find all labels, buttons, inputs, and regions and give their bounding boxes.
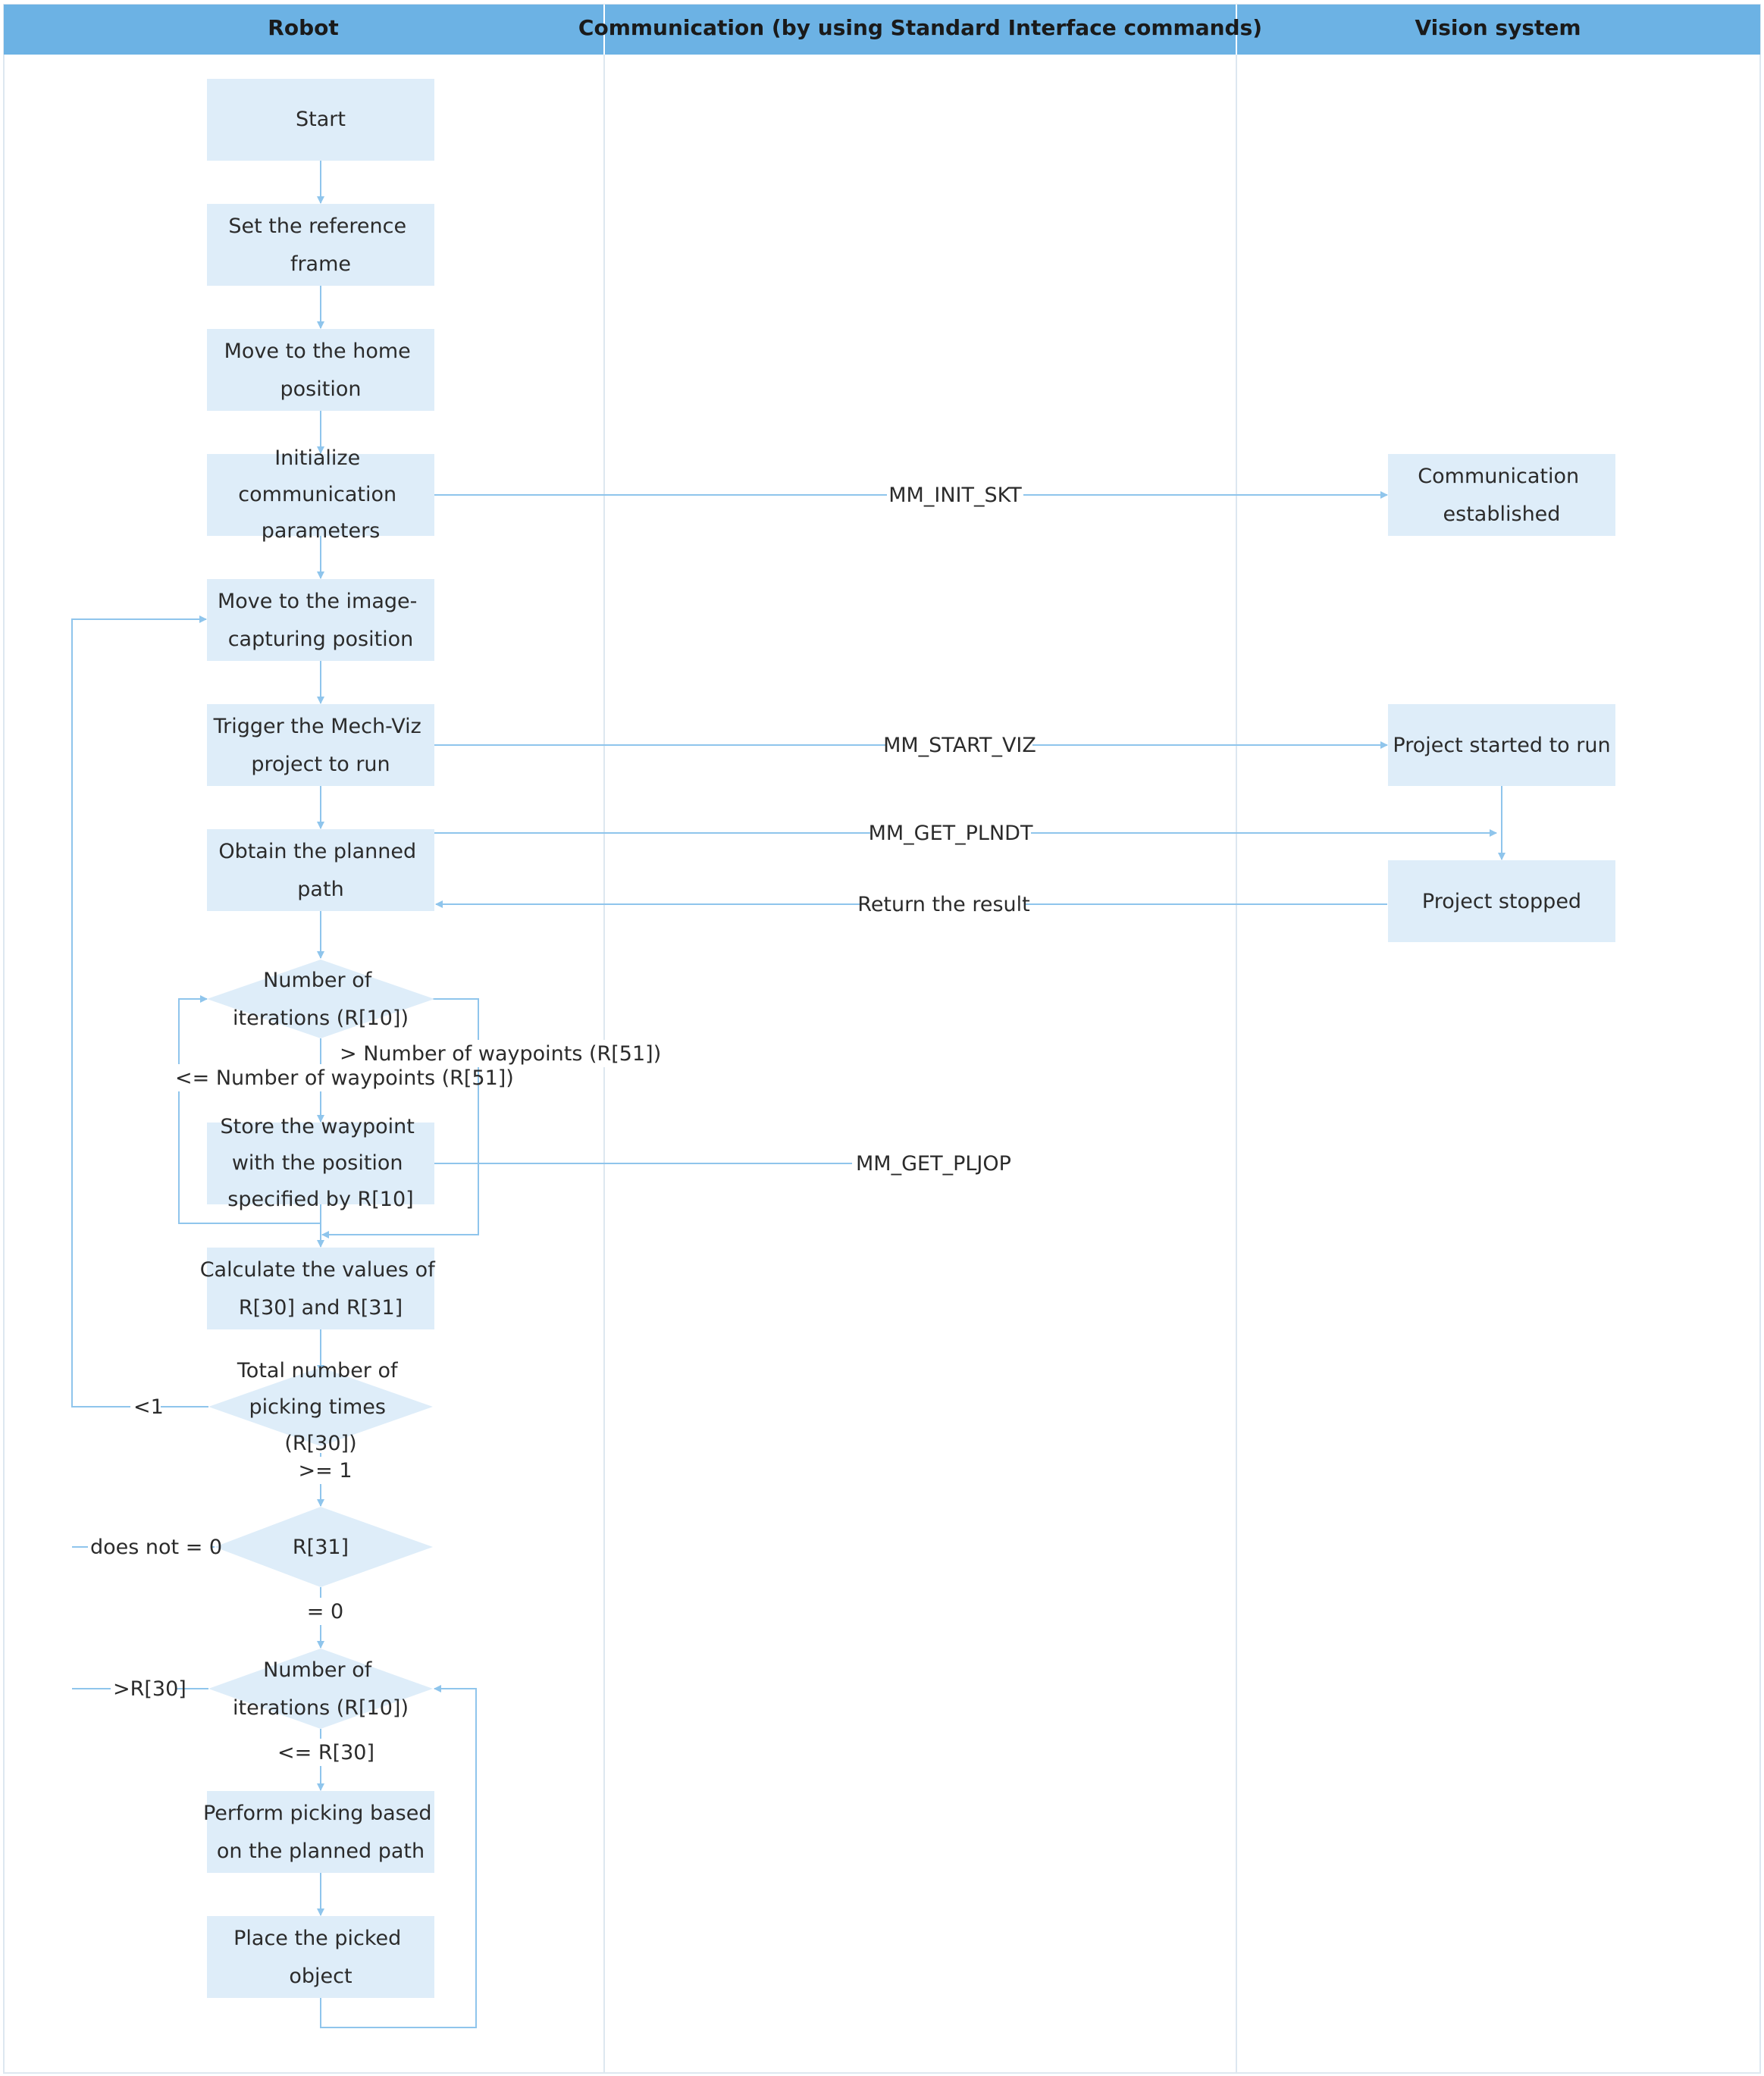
label-gt-waypoints: > Number of waypoints (R[51]) xyxy=(340,1042,661,1066)
node-comm-est-line-2: established xyxy=(1443,503,1561,526)
svg-text:Set the reference fram: Set the reference frame xyxy=(228,214,412,276)
label-ge1: >= 1 xyxy=(298,1459,352,1483)
svg-text:Start: Start xyxy=(296,108,346,131)
svg-text:R[31]: R[31] xyxy=(293,1536,349,1559)
node-communication-established: Communication established xyxy=(1388,454,1615,536)
node-obtain-line-1: Obtain the planned xyxy=(218,840,416,863)
label-lt1: <1 xyxy=(133,1395,164,1419)
node-setref-line-2: frame xyxy=(290,252,351,276)
svg-text:Perform picking based: Perform picking based on the planned pat… xyxy=(203,1802,438,1863)
label-mm-init-skt: MM_INIT_SKT xyxy=(888,484,1022,507)
node-store-line-3: specified by R[10] xyxy=(227,1188,413,1211)
node-place-object: Place the picked object xyxy=(207,1916,434,1998)
lane-header-band: Robot Communication (by using Standard I… xyxy=(4,5,1760,55)
node-place-line-2: object xyxy=(289,1965,352,1988)
node-home-line-1: Move to the home xyxy=(224,340,411,363)
decision-total-line-2: picking times xyxy=(249,1395,386,1419)
svg-text:Trigger the Mech-Viz p: Trigger the Mech-Viz project to run xyxy=(213,715,428,776)
node-perform-line-2: on the planned path xyxy=(217,1840,425,1863)
label-le-r30: <= R[30] xyxy=(277,1741,374,1764)
node-trigger-line-2: project to run xyxy=(251,753,390,776)
node-place-line-1: Place the picked xyxy=(233,1927,401,1950)
node-init-line-1: Initialize xyxy=(274,446,360,470)
node-obtain-path: Obtain the planned path xyxy=(207,829,434,911)
node-calc-line-1: Calculate the values of xyxy=(200,1258,436,1282)
label-eq0: = 0 xyxy=(307,1600,343,1624)
lane-title-vision: Vision system xyxy=(1415,15,1581,40)
node-trigger-line-1: Trigger the Mech-Viz xyxy=(213,715,421,738)
node-project-started: Project started to run xyxy=(1388,704,1615,786)
decision-iter2-line-2: iterations (R[10]) xyxy=(233,1696,409,1720)
label-le-waypoints: <= Number of waypoints (R[51]) xyxy=(175,1066,514,1090)
node-init-line-3: parameters xyxy=(262,519,381,543)
node-project-stopped: Project stopped xyxy=(1388,860,1615,942)
label-return-result: Return the result xyxy=(857,893,1029,916)
decision-r31-label: R[31] xyxy=(293,1536,349,1559)
node-init-communication: Initialize communication parameters xyxy=(207,446,434,543)
label-does-not-0: does not = 0 xyxy=(90,1536,222,1559)
svg-text:Project stopped: Project stopped xyxy=(1422,890,1581,913)
decision-iterations-2: Number of iterations (R[10]) xyxy=(208,1649,433,1729)
node-comm-est-line-1: Communication xyxy=(1418,465,1579,488)
svg-text:Move to the home posit: Move to the home position xyxy=(224,340,418,401)
node-calc-line-2: R[30] and R[31] xyxy=(239,1296,403,1320)
lane-frame xyxy=(3,4,1761,2074)
node-perform-picking: Perform picking based on the planned pat… xyxy=(203,1791,438,1873)
svg-text:Move to the image- cap: Move to the image- capturing position xyxy=(218,590,424,651)
node-setref-line-1: Set the reference xyxy=(228,214,406,238)
node-init-line-2: communication xyxy=(238,483,396,506)
svg-text:Obtain the planned pat: Obtain the planned path xyxy=(218,840,422,901)
decision-r31: R[31] xyxy=(215,1507,433,1587)
node-stopped-label: Project stopped xyxy=(1422,890,1581,913)
arrow-iter1-exit xyxy=(321,998,479,1238)
node-calculate-values: Calculate the values of R[30] and R[31] xyxy=(200,1248,442,1329)
decision-total-picking: Total number of picking times (R[30]) xyxy=(208,1359,433,1455)
node-start-line-1: Start xyxy=(296,108,346,131)
node-capture-line-1: Move to the image- xyxy=(218,590,417,613)
label-gt-r30: >R[30] xyxy=(113,1677,186,1701)
svg-text:Project started to run: Project started to run xyxy=(1393,734,1610,757)
node-obtain-line-2: path xyxy=(297,878,343,901)
svg-text:Store the waypoint wit: Store the waypoint with the position spe… xyxy=(221,1115,421,1211)
decision-iter1-line-2: iterations (R[10]) xyxy=(233,1007,409,1030)
node-store-waypoint: Store the waypoint with the position spe… xyxy=(207,1115,434,1211)
svg-text:Number of iterations (: Number of iterations (R[10]) xyxy=(233,1658,409,1720)
lane-title-robot: Robot xyxy=(268,15,338,40)
node-home-line-2: position xyxy=(280,377,362,401)
svg-text:Number of iterations (: Number of iterations (R[10]) xyxy=(233,969,409,1030)
svg-text:Communication establis: Communication established xyxy=(1418,465,1585,526)
lane-title-communication: Communication (by using Standard Interfa… xyxy=(578,15,1262,40)
arrow-store-loop-back xyxy=(178,995,321,1224)
node-move-home: Move to the home position xyxy=(207,329,434,411)
nodes: Start Set the reference frame Move to th… xyxy=(200,79,1615,1998)
label-mm-start-viz: MM_START_VIZ xyxy=(883,734,1036,757)
decision-total-line-3: (R[30]) xyxy=(284,1432,356,1455)
decision-total-line-1: Total number of xyxy=(237,1359,399,1382)
node-perform-line-1: Perform picking based xyxy=(203,1802,432,1825)
node-store-line-2: with the position xyxy=(232,1151,403,1175)
node-set-reference-frame: Set the reference frame xyxy=(207,204,434,286)
edge-labels: MM_INIT_SKT MM_START_VIZ MM_GET_PLNDT Re… xyxy=(88,481,1036,1766)
node-trigger-mech-viz: Trigger the Mech-Viz project to run xyxy=(207,704,434,786)
node-move-capture: Move to the image- capturing position xyxy=(207,579,434,661)
node-capture-line-2: capturing position xyxy=(228,628,414,651)
svg-text:Initialize communicati: Initialize communication parameters xyxy=(238,446,403,543)
node-store-line-1: Store the waypoint xyxy=(221,1115,415,1138)
node-started-label: Project started to run xyxy=(1393,734,1610,757)
svg-text:Place the picked objec: Place the picked object xyxy=(233,1927,408,1988)
label-mm-get-pljop: MM_GET_PLJOP xyxy=(856,1152,1011,1176)
svg-text:Calculate the values of: Calculate the values of R[30] and R[31] xyxy=(200,1258,442,1320)
node-start: Start xyxy=(207,79,434,161)
label-mm-get-plndt: MM_GET_PLNDT xyxy=(869,822,1033,845)
svg-text:Total number of pickin: Total number of picking times (R[30]) xyxy=(237,1359,404,1455)
arrow-lt1-back xyxy=(71,615,208,1407)
decision-iter2-line-1: Number of xyxy=(263,1658,373,1682)
arrow-pick-loop-back xyxy=(320,1685,477,2028)
decision-iter1-line-1: Number of xyxy=(263,969,373,992)
decision-iterations-1: Number of iterations (R[10]) xyxy=(207,960,434,1038)
